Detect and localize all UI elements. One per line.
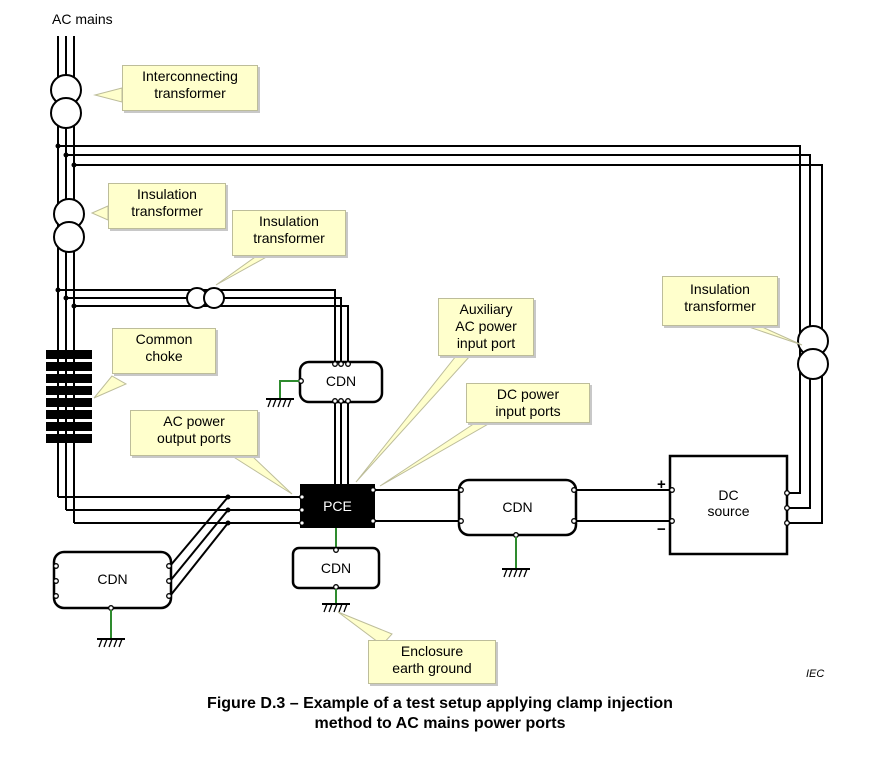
enclosure-earth-ground-callout: Enclosure earth ground bbox=[368, 640, 496, 684]
cdn-top-label: CDN bbox=[325, 373, 357, 389]
auxiliary-branch-wires bbox=[58, 289, 349, 362]
junction-dots-top bbox=[55, 143, 77, 168]
left-cdn-wires bbox=[169, 496, 229, 597]
junction-dots-aux bbox=[55, 287, 77, 309]
top-cdn-to-pce-wires bbox=[334, 402, 349, 484]
common-choke-symbol bbox=[46, 350, 92, 443]
ac-power-output-ports-callout: AC power output ports bbox=[130, 410, 258, 456]
dc-source-box bbox=[668, 454, 789, 556]
dc-source-label: DC source bbox=[707, 487, 750, 519]
interconnecting-transformer-symbol bbox=[50, 74, 82, 129]
insulation-transformer-callout-1: Insulation transformer bbox=[108, 183, 226, 229]
insulation-transformer-1-symbol bbox=[53, 198, 85, 253]
insulation-transformer-2-symbol bbox=[186, 287, 225, 309]
cdn-right-label: CDN bbox=[502, 499, 533, 515]
cdn-bottom-label: CDN bbox=[320, 560, 352, 576]
common-choke-callout: Common choke bbox=[112, 328, 216, 374]
cdn-right-ground bbox=[501, 537, 531, 578]
cdn-to-dc-source-wires bbox=[576, 489, 670, 522]
insulation-transformer-3-symbol bbox=[797, 325, 829, 380]
cdn-bottom-ground bbox=[321, 589, 351, 613]
callout-pointers bbox=[90, 87, 803, 646]
pce-dc-wires bbox=[375, 489, 460, 522]
cdn-left-ground bbox=[96, 610, 126, 648]
dc-power-input-ports-callout: DC power input ports bbox=[466, 383, 590, 423]
junction-dots-left-cdn bbox=[225, 494, 231, 526]
interconnecting-transformer-callout: Interconnecting transformer bbox=[122, 65, 258, 111]
pce-label: PCE bbox=[323, 498, 352, 514]
cdn-top-ground bbox=[265, 380, 299, 408]
dc-minus-sign: − bbox=[657, 521, 666, 538]
pce-ac-feed-wires bbox=[58, 496, 302, 524]
iec-mark: IEC bbox=[806, 668, 825, 680]
figure-caption: Figure D.3 – Example of a test setup app… bbox=[207, 695, 673, 732]
ac-mains-label: AC mains bbox=[52, 11, 113, 27]
pce-box bbox=[300, 484, 375, 528]
auxiliary-ac-power-input-port-callout: Auxiliary AC power input port bbox=[438, 298, 534, 356]
insulation-transformer-callout-3: Insulation transformer bbox=[662, 276, 778, 326]
dc-plus-sign: + bbox=[657, 476, 666, 493]
insulation-transformer-callout-2: Insulation transformer bbox=[232, 210, 346, 256]
cdn-left-label: CDN bbox=[97, 571, 128, 587]
